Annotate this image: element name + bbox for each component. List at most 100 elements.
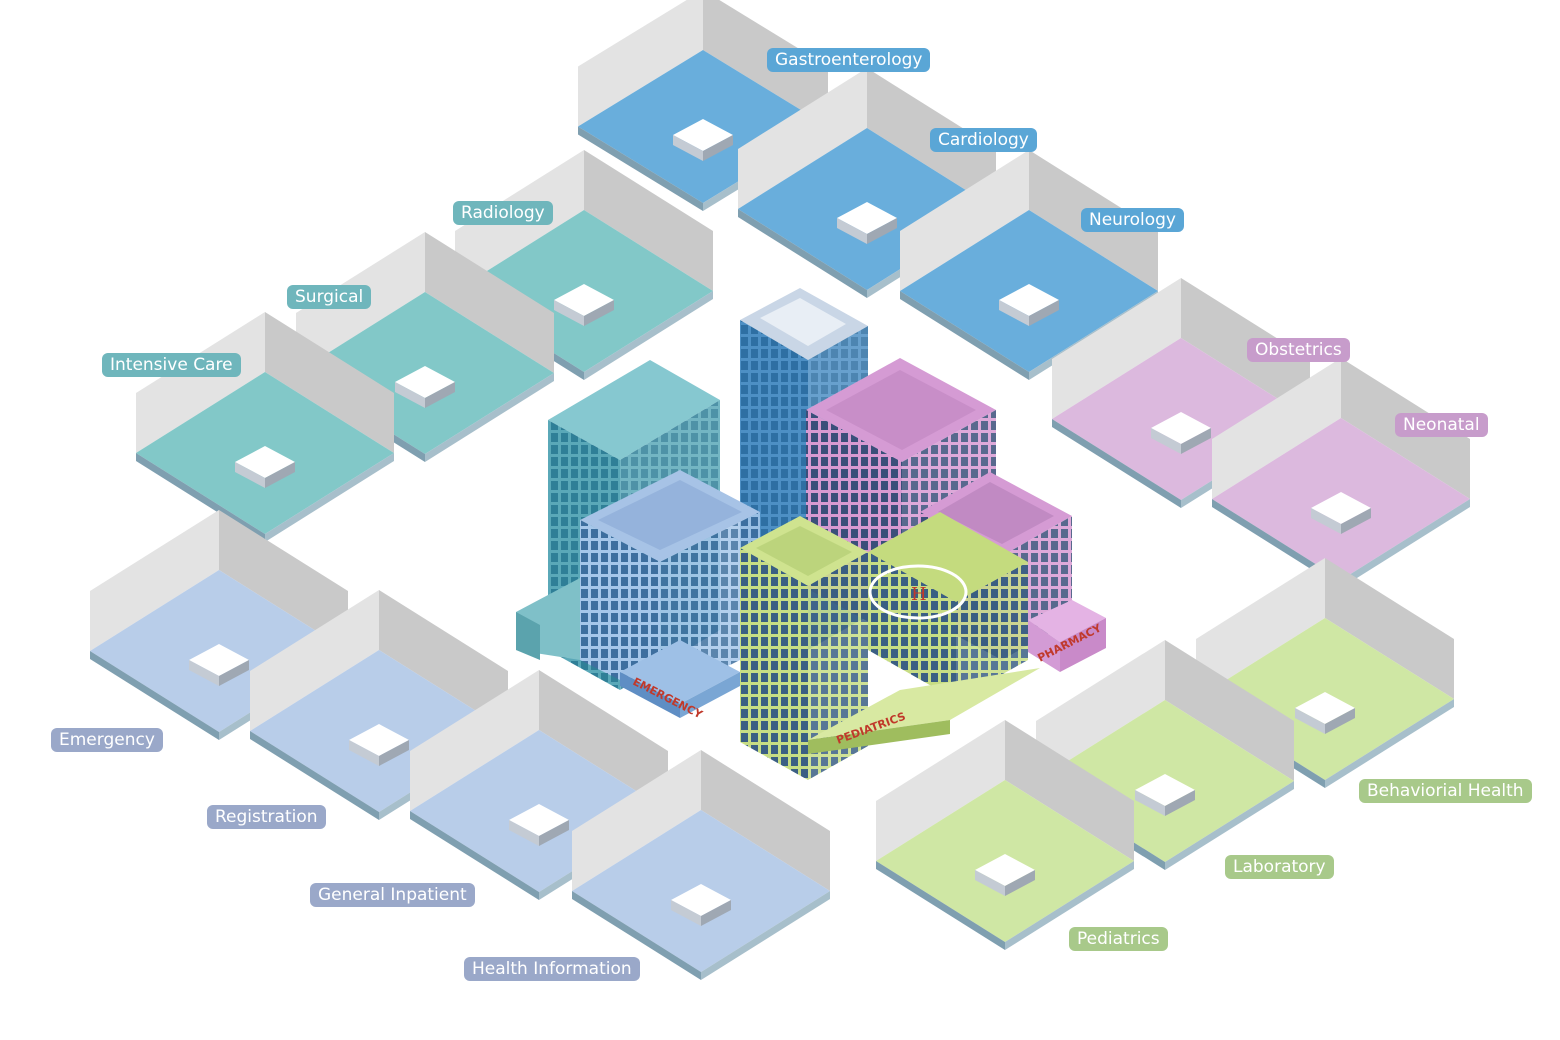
room-furniture-side: [235, 462, 265, 488]
room-floor-edge-right: [425, 373, 554, 462]
room-back-wall-right: [425, 232, 554, 373]
room-back-wall-right: [219, 510, 348, 651]
room-back-wall-left: [250, 590, 379, 731]
room-floor-edge-left: [738, 209, 867, 298]
pediatrics-canopy: PEDIATRICS: [808, 668, 1040, 754]
room-floor-edge-left: [410, 811, 539, 900]
room-floor-edge-left: [876, 861, 1005, 950]
room-furniture-side: [837, 218, 867, 244]
room-floor-edge-left: [572, 891, 701, 980]
room-neonatal: [1212, 358, 1470, 588]
room-furniture-side: [1325, 708, 1355, 734]
room-floor-edge-left: [900, 291, 1029, 380]
room-furniture-side: [554, 300, 584, 326]
room-back-wall-right: [1181, 278, 1310, 419]
label-registration: Registration: [207, 805, 326, 829]
label-icu: Intensive Care: [102, 353, 241, 377]
helipad-block: H: [868, 512, 1028, 700]
room-floor-edge-left: [1052, 419, 1181, 508]
room-furniture-side: [1165, 790, 1195, 816]
room-furniture-side: [1181, 428, 1211, 454]
label-laboratory: Laboratory: [1225, 855, 1334, 879]
label-gastro: Gastroenterology: [767, 48, 931, 72]
room-back-wall-left: [1212, 358, 1341, 499]
room-back-wall-right: [539, 670, 668, 811]
room-furniture-side: [1311, 508, 1341, 534]
room-back-wall-right: [701, 750, 830, 891]
room-back-wall-left: [136, 312, 265, 453]
room-floor-edge-right: [1325, 699, 1454, 788]
room-furniture-side: [265, 462, 295, 488]
label-healthinfo: Health Information: [464, 957, 640, 981]
label-emergency: Emergency: [51, 728, 163, 752]
room-furniture-side: [975, 870, 1005, 896]
department-rooms: [90, 0, 1470, 980]
room-furniture-side: [673, 135, 703, 161]
label-pediatrics: Pediatrics: [1069, 927, 1168, 951]
room-floor-edge-left: [250, 731, 379, 820]
room-furniture-side: [867, 218, 897, 244]
room-floor-edge-right: [701, 891, 830, 980]
room-furniture-side: [539, 820, 569, 846]
label-neuro: Neurology: [1081, 208, 1184, 232]
label-cardio: Cardiology: [930, 128, 1037, 152]
helipad-circle: [868, 564, 968, 620]
room-floor-edge-right: [1165, 781, 1294, 870]
room-furniture-side: [425, 382, 455, 408]
room-healthinfo: [572, 750, 830, 980]
label-behavioral: Behaviorial Health: [1359, 779, 1532, 803]
room-back-wall-left: [578, 0, 703, 127]
room-back-wall-right: [584, 150, 713, 291]
room-furniture-side: [999, 300, 1029, 326]
room-furniture-side: [1029, 300, 1059, 326]
room-furniture-side: [379, 740, 409, 766]
room-furniture-side: [189, 660, 219, 686]
room-back-wall-right: [1325, 558, 1454, 699]
room-pediatrics: [876, 720, 1134, 950]
room-icu: [136, 312, 394, 542]
room-back-wall-right: [703, 0, 828, 127]
room-floor-edge-right: [584, 291, 713, 380]
room-back-wall-right: [1165, 640, 1294, 781]
label-radio: Radiology: [453, 201, 553, 225]
helipad-letter: H: [911, 584, 927, 605]
room-back-wall-left: [900, 150, 1029, 291]
room-back-wall-left: [410, 670, 539, 811]
room-furniture-side: [1005, 870, 1035, 896]
room-back-wall-left: [1036, 640, 1165, 781]
room-back-wall-left: [572, 750, 701, 891]
room-back-wall-right: [1005, 720, 1134, 861]
room-furniture-side: [1151, 428, 1181, 454]
room-back-wall-left: [876, 720, 1005, 861]
room-furniture-side: [509, 820, 539, 846]
room-furniture-side: [701, 900, 731, 926]
room-furniture-side: [703, 135, 733, 161]
room-furniture-side: [349, 740, 379, 766]
room-floor-edge-left: [90, 651, 219, 740]
room-floor-edge-right: [1005, 861, 1134, 950]
label-neonatal: Neonatal: [1395, 413, 1488, 437]
room-back-wall-left: [738, 68, 867, 209]
room-furniture-side: [395, 382, 425, 408]
room-furniture-side: [1295, 708, 1325, 734]
room-furniture-side: [219, 660, 249, 686]
room-floor-edge-left: [578, 126, 703, 211]
label-obstetrics: Obstetrics: [1247, 338, 1350, 362]
room-floor-edge-right: [1341, 499, 1470, 588]
room-back-wall-left: [90, 510, 219, 651]
room-furniture-side: [1341, 508, 1371, 534]
label-surgical: Surgical: [287, 285, 372, 309]
hospital-complex: EMERGENCY H PEDIATRICS: [516, 288, 1106, 780]
room-back-wall-left: [1052, 278, 1181, 419]
room-back-wall-right: [379, 590, 508, 731]
label-inpatient: General Inpatient: [310, 883, 475, 907]
room-furniture-side: [584, 300, 614, 326]
room-back-wall-right: [265, 312, 394, 453]
room-furniture-side: [671, 900, 701, 926]
room-floor-edge-right: [265, 453, 394, 542]
room-furniture-side: [1135, 790, 1165, 816]
room-back-wall-left: [1196, 558, 1325, 699]
room-floor-edge-left: [1212, 499, 1341, 588]
